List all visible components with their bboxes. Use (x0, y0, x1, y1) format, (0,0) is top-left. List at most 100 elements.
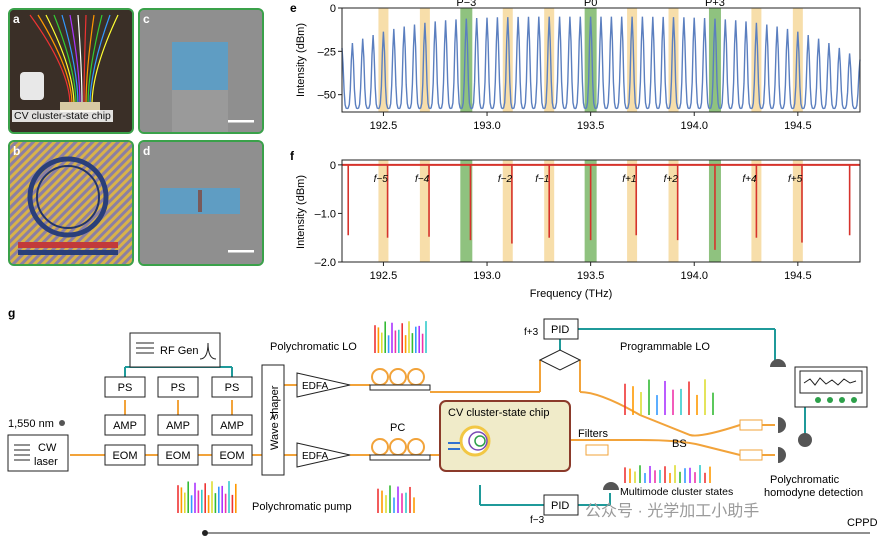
lambda-label: λ (270, 411, 276, 423)
signal-band (668, 160, 679, 262)
waveguide-mode-c (140, 10, 262, 132)
wavelength-label: 1,550 nm (8, 418, 54, 430)
amp-box (211, 414, 253, 436)
mode-label: f−5 (374, 174, 389, 185)
e-ylabel: Intensity (dBm) (295, 23, 307, 97)
signal-band (378, 160, 389, 262)
pid-upper-label: PID (551, 324, 569, 336)
amp-box (104, 414, 146, 436)
panel-g-letter: g (8, 306, 15, 320)
pump-band (460, 8, 473, 112)
multimode-label: Multimode cluster states (620, 486, 733, 498)
subtractor-icon (798, 433, 812, 447)
e-xtick-label: 192.5 (370, 120, 398, 132)
rf-gen-label: RF Gen (160, 345, 199, 357)
signal-band (627, 160, 638, 262)
panel-a-photo: a CV cluster-state chip (8, 8, 134, 134)
mode-label: f−2 (498, 174, 513, 185)
signal-band (378, 8, 389, 112)
panel-a-letter: a (13, 12, 20, 26)
rf-gen: RF Gen (129, 332, 221, 368)
wave-shaper-label: Wave shaper (269, 385, 281, 450)
ps-label: PS (171, 382, 186, 394)
mode-label: f+4 (742, 174, 757, 185)
eom-label: EOM (112, 450, 137, 462)
edfa-lower (296, 442, 351, 468)
filters-label: Filters (578, 428, 608, 440)
signal-band (419, 8, 430, 112)
cppd-label: CPPD (847, 517, 878, 529)
programmable-lo-label: Programmable LO (620, 341, 710, 353)
signal-band (792, 160, 803, 262)
delay-prism (538, 349, 582, 371)
pc-lower (369, 438, 431, 461)
homodyne-detector-2 (778, 447, 786, 463)
watermark-text: 公众号 · 光学加工小助手 (585, 502, 759, 520)
panel-f-letter: f (290, 149, 295, 163)
detector-bottom (603, 482, 619, 490)
e-xtick-label: 194.0 (680, 120, 708, 132)
pump-label: P+3 (705, 0, 725, 9)
f-xtick-label: 194.5 (784, 270, 812, 282)
mode-label: f+2 (664, 174, 679, 185)
bs-label: BS (672, 438, 687, 450)
pump-band (460, 160, 473, 262)
e-ytick-label: 0 (330, 3, 336, 15)
eom-box (104, 444, 146, 466)
homodyne-label-1: Polychromatic (770, 474, 840, 486)
ps-label: PS (225, 382, 240, 394)
signal-band (544, 8, 555, 112)
pump-label: P−3 (456, 0, 476, 9)
panel-e-letter: e (290, 1, 297, 15)
cluster-state-chip: CV cluster-state chip (439, 400, 571, 472)
amp-label: AMP (166, 420, 190, 432)
eom-box (157, 444, 199, 466)
f-xtick-label: 192.5 (370, 270, 398, 282)
f-ytick-label: –2.0 (315, 257, 336, 269)
pc-upper (369, 368, 431, 391)
amp-label: AMP (113, 420, 137, 432)
panel-c-photo: c (138, 8, 264, 134)
microring-illustration (10, 142, 132, 264)
timeline-dot (202, 530, 208, 536)
comb-spectra-icons (177, 321, 714, 513)
laser-label: laser (34, 456, 58, 468)
waveguide-mode-d (140, 142, 262, 264)
e-xtick-label: 194.5 (784, 120, 812, 132)
edfa-upper-label: EDFA (302, 381, 328, 392)
panel-a-caption: CV cluster-state chip (12, 110, 113, 122)
mode-label: f+5 (788, 174, 803, 185)
f-ytick-label: –1.0 (315, 208, 336, 220)
scale-bar (228, 250, 254, 253)
signal-band (502, 160, 513, 262)
signal-band (419, 160, 430, 262)
cw-laser: CW laser (7, 434, 69, 472)
f-xtick-label: 193.5 (577, 270, 605, 282)
pump-band (708, 8, 721, 112)
edfa-lower-label: EDFA (302, 451, 328, 462)
mode-label: f−4 (415, 174, 430, 185)
ps-label: PS (118, 382, 133, 394)
signal-band (502, 8, 513, 112)
pid-lower (543, 494, 579, 516)
comb-spectrum-line (341, 16, 861, 110)
mode-label: f−1 (535, 174, 549, 185)
eom-label: EOM (165, 450, 190, 462)
homodyne-label-2: homodyne detection (764, 487, 863, 499)
amp-label: AMP (220, 420, 244, 432)
edfa-upper (296, 372, 351, 398)
f-xlabel: Frequency (THz) (530, 288, 613, 300)
f-plus3-label: f+3 (524, 327, 539, 338)
f-ylabel: Intensity (dBm) (295, 175, 307, 249)
polychromatic-lo-label: Polychromatic LO (270, 341, 357, 353)
f-xtick-label: 194.0 (680, 270, 708, 282)
f-minus3-label: f−3 (530, 515, 545, 526)
wave-shaper (261, 364, 285, 476)
pid-lower-label: PID (551, 500, 569, 512)
panel-b-letter: b (13, 144, 21, 158)
panel-d-letter: d (143, 144, 151, 158)
homodyne-detector-1 (778, 417, 786, 433)
cw-label: CW (38, 442, 57, 454)
